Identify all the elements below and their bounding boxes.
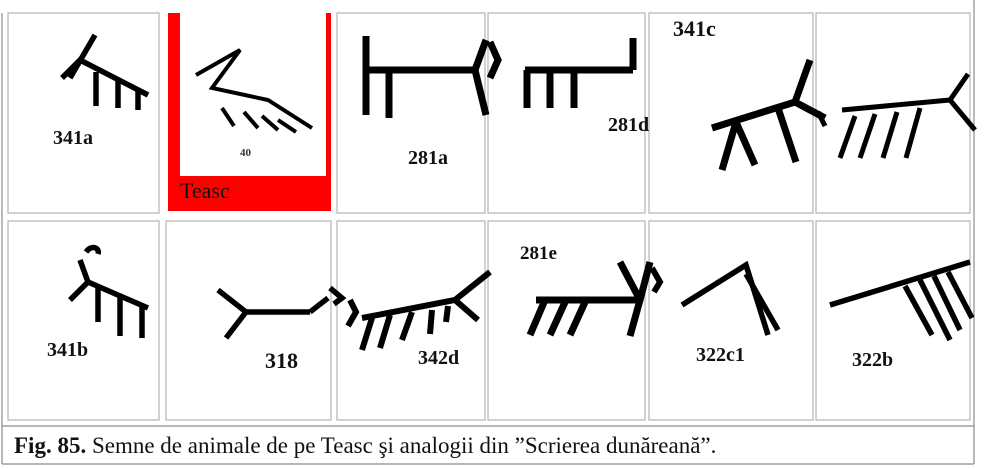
sign-281e-extension-glyph (649, 266, 664, 294)
teasc-sign-glyph (195, 48, 314, 134)
sign-318-glyph (216, 285, 347, 340)
sign-label-341b: 341b (47, 339, 89, 361)
sign-label-342d: 342d (418, 347, 460, 369)
sign-281a-glyph (362, 36, 490, 118)
teasc-label: Teasc (180, 178, 230, 203)
sign-label-281a: 281a (408, 147, 448, 169)
sign-281e-glyph (526, 260, 654, 337)
sign-341c-glyph (710, 58, 827, 171)
sign-label-341a: 341a (53, 127, 93, 149)
sign-281d-glyph (486, 38, 637, 108)
teasc-photo-area (180, 13, 326, 176)
teasc-tablet-number: 40 (240, 147, 251, 159)
figure-caption-text: Semne de animale de pe Teasc şi analogii… (86, 433, 717, 458)
sign-341c-extension-glyph (815, 72, 977, 159)
sign-label-341c: 341c (673, 16, 716, 41)
figure-number: Fig. 85. (14, 433, 87, 458)
sign-label-281d: 281d (608, 114, 650, 136)
sign-342d-glyph (345, 269, 492, 351)
sign-322b-glyph (829, 259, 975, 342)
sign-341a-glyph (60, 33, 150, 110)
sign-label-281e: 281e (520, 243, 557, 264)
sign-label-318: 318 (265, 348, 298, 373)
sign-label-322b: 322b (852, 349, 894, 371)
sign-label-322c1: 322c1 (696, 344, 745, 366)
sign-341b-glyph (68, 244, 150, 338)
figure-caption: Fig. 85. Semne de animale de pe Teasc şi… (14, 430, 716, 462)
sign-322c1-glyph (680, 260, 781, 336)
